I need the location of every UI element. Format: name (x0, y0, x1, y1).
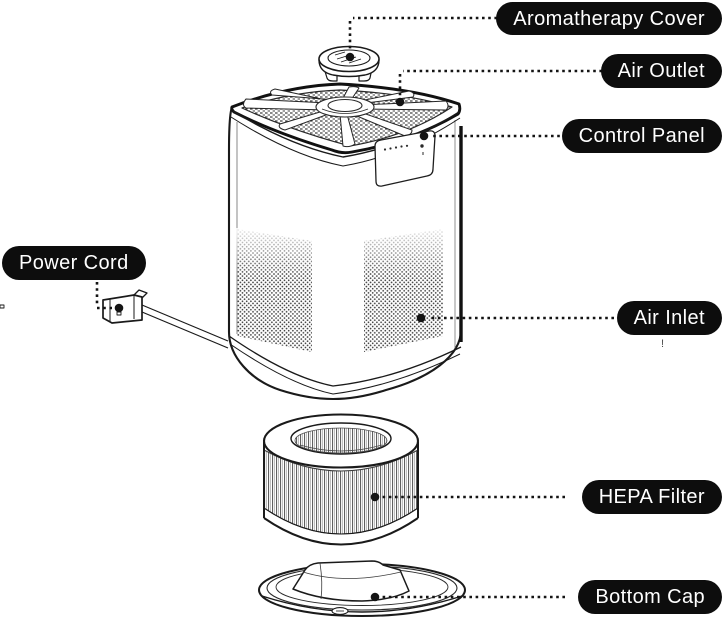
leader-endpoint-dots (114, 52, 429, 602)
label-bottom-cap: Bottom Cap (578, 580, 722, 614)
label-air-outlet: Air Outlet (600, 54, 722, 88)
label-air-inlet: Air Inlet (616, 301, 722, 335)
leader-power-cord (95, 282, 113, 310)
hepa-filter-drawing (262, 413, 420, 546)
artifact-mark: ! (661, 338, 665, 350)
label-power-cord: Power Cord (2, 246, 146, 280)
leader-aromatherapy-cover (348, 16, 497, 51)
label-control-panel: Control Panel (561, 119, 722, 153)
label-aromatherapy-cover: Aromatherapy Cover (496, 2, 722, 35)
aromatherapy-cover-drawing (318, 45, 380, 82)
control-panel-drawing (374, 130, 436, 187)
label-hepa-filter: HEPA Filter (581, 480, 722, 514)
leader-air-outlet (398, 69, 602, 96)
power-plug-drawing (0, 289, 229, 349)
bottom-cap-drawing (258, 560, 466, 617)
air-inlet-mesh (236, 228, 445, 352)
